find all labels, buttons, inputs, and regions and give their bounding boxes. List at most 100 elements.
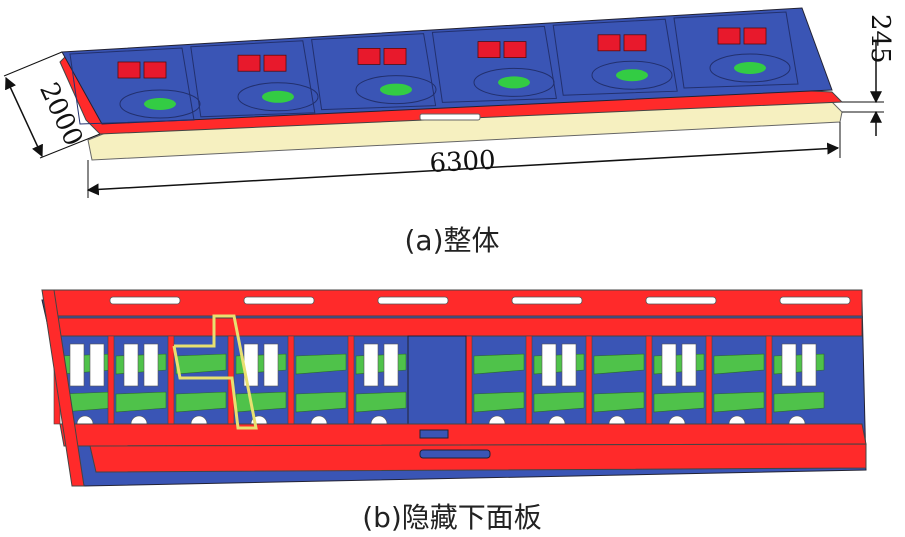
module-outline [69,47,195,125]
green-strip [533,391,585,413]
window-opening [263,54,287,72]
upper-rail [49,317,863,337]
cell-divider [585,335,593,425]
window-opening [717,27,741,45]
center-ellipse [734,62,766,74]
cell-window [69,343,85,387]
central-channel [407,335,467,429]
cell-window [89,343,105,387]
cell-divider [525,335,533,425]
green-strip [175,391,227,413]
cell-divider [287,335,295,425]
module-outline [431,25,557,103]
length-label: 6300 [429,146,497,179]
cell-hole [488,415,506,425]
cell-window [123,343,139,387]
cell-window [661,343,677,387]
cell-hole [788,415,806,425]
channel-notch [419,449,491,459]
cell-window [681,343,697,387]
green-strip [653,391,705,413]
green-strip [593,391,645,413]
window-opening [117,61,141,79]
center-ellipse [144,98,176,110]
module-group [69,11,799,125]
green-strip [473,391,525,413]
center-ellipse [380,83,412,96]
cell-window [781,343,797,387]
extension-line [39,133,101,159]
cell-window [363,343,379,387]
green-strip [473,353,525,375]
window-opening [477,41,501,58]
left-post [41,289,85,487]
cell-window [143,343,159,387]
module-outline [190,40,316,118]
rail-slot [377,296,449,305]
cell-divider [645,335,653,425]
window-opening [743,27,767,45]
cell-divider [705,335,713,425]
module-outline [552,18,678,96]
cell-window [263,343,279,387]
cell-divider [765,335,773,425]
height-label: 245 [865,14,895,64]
center-ellipse [262,90,294,103]
cell-hole [548,415,566,425]
ellipse-ring [237,82,319,112]
green-strip [355,391,407,413]
ellipse-ring [709,53,791,83]
cell-group [53,335,825,425]
cell-divider [347,335,355,425]
figure-a: 6300 2000 245 (a)整体 [3,7,895,257]
cell-hole [370,415,388,425]
window-opening [597,34,621,52]
rail-slot-group [109,296,851,305]
ellipse-ring [355,75,437,105]
module-outline [311,33,437,111]
module-outline [673,11,799,89]
rail-slot [511,296,583,305]
ellipse-ring [473,67,555,97]
cell-window [801,343,817,387]
window-opening [383,48,407,65]
green-strip [295,391,347,413]
cell-window [561,343,577,387]
cell-hole [728,415,746,425]
lower-rail [59,423,867,447]
window-opening [237,54,261,72]
green-strip [115,391,167,413]
cell-hole [130,415,148,425]
cell-hole [668,415,686,425]
figure-b: (b)隐藏下面板 [41,289,867,534]
window-opening [143,61,167,79]
highlight-outline [172,314,258,430]
green-strip [713,353,765,375]
cell-divider [107,335,115,425]
window-opening [503,41,527,58]
ellipse-ring [591,60,673,90]
cell-hole [608,415,626,425]
rail-slot [243,296,315,305]
center-ellipse [616,69,648,82]
length-dimension-line [86,142,840,196]
extension-line [3,51,63,77]
green-strip [295,353,347,375]
rail-slot [779,296,851,305]
slot-hole [419,113,481,121]
cell-hole [190,415,208,425]
cell-window [541,343,557,387]
caption-b: (b)隐藏下面板 [362,501,542,534]
cell-divider [465,335,473,425]
cell-hole [76,415,94,425]
rail-slot [645,296,717,305]
green-strip [773,391,825,413]
rail-slot [109,296,181,305]
width-dimension-line [5,76,43,158]
cell-window [383,343,399,387]
cell-hole [310,415,328,425]
caption-a: (a)整体 [404,224,499,257]
window-opening [623,34,647,52]
center-ellipse [498,76,530,89]
